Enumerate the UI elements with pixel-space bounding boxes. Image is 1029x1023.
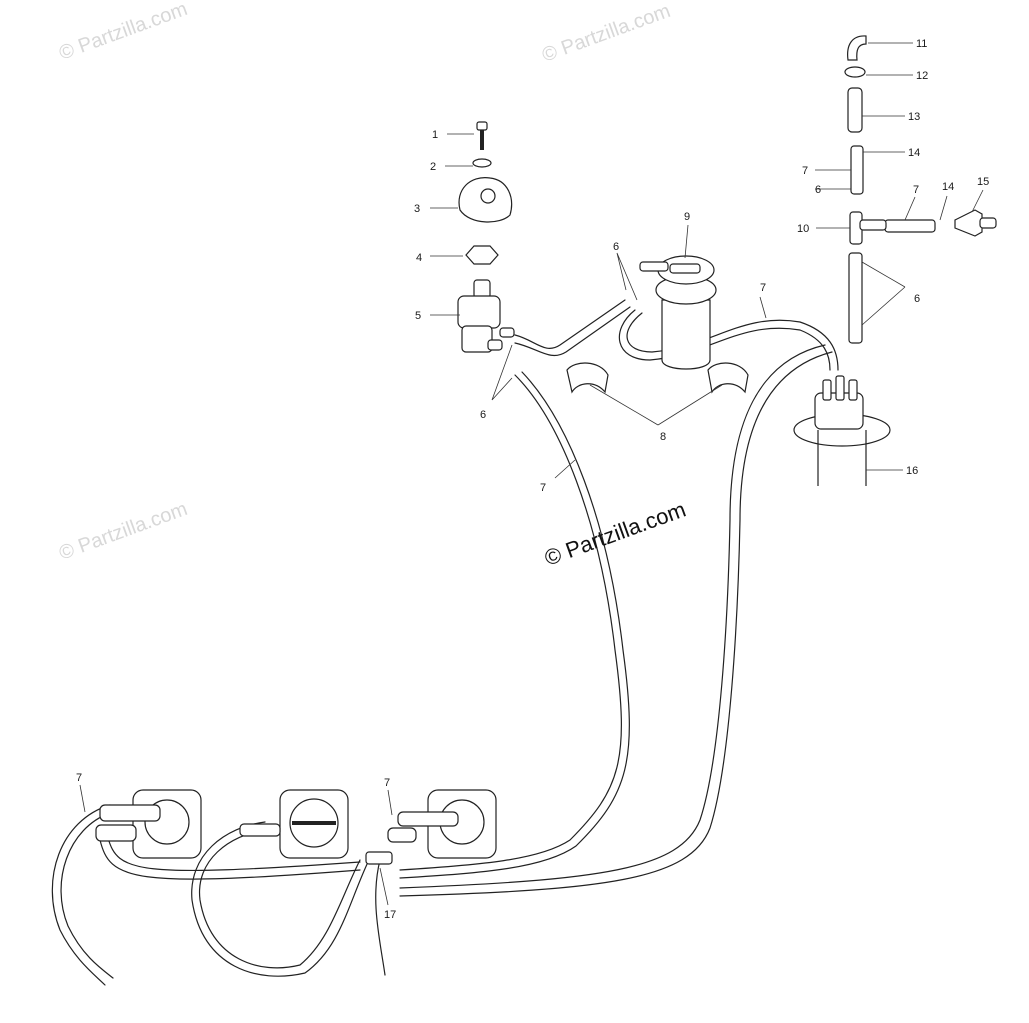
hose-left-loop [51, 804, 111, 986]
callout-7: 7 [384, 777, 390, 789]
hose-17 [375, 859, 386, 976]
part-2-washer [472, 158, 492, 168]
hose-carb-bottom [99, 839, 361, 880]
hose-return-loop [198, 829, 361, 969]
callout-5: 5 [415, 310, 421, 322]
hose-separator-to-tank [618, 309, 831, 371]
hose-main-right [399, 344, 826, 889]
vent-hose-lower [848, 252, 863, 344]
part-9-separator [639, 255, 717, 370]
watermark-main: © Partzilla.com [541, 497, 689, 571]
watermark-faint: © Partzilla.com [56, 498, 190, 565]
callout-17: 17 [384, 909, 396, 921]
carburetor-right [387, 789, 497, 859]
callout-7: 7 [76, 772, 82, 784]
part-1-bolt [476, 121, 488, 150]
part-10-tee [849, 211, 887, 245]
callout-7: 7 [802, 165, 808, 177]
background-watermarks: © Partzilla.com © Partzilla.com © Partzi… [56, 0, 673, 565]
part-4-nut [465, 245, 499, 265]
callout-9: 9 [684, 211, 690, 223]
fuel-hoses [51, 145, 936, 986]
callout-12: 12 [916, 70, 928, 82]
watermark-faint: © Partzilla.com [56, 0, 190, 65]
vent-hose-side [884, 219, 936, 233]
callout-3: 3 [414, 203, 420, 215]
part-11-vent-elbow [847, 35, 867, 61]
callout-15: 15 [977, 176, 989, 188]
hose-main-left [399, 374, 622, 871]
hose-main-left-inner [399, 371, 630, 879]
leader-lines [79, 42, 984, 906]
hose-return-loop-inner [191, 821, 369, 977]
callout-6: 6 [613, 241, 619, 253]
part-15-valve [954, 209, 997, 237]
carburetor-left [95, 789, 202, 859]
hose-filter-to-separator [514, 299, 626, 349]
callout-4: 4 [416, 252, 422, 264]
hose-left-loop-inner [60, 812, 114, 979]
hose-carb-bottom-inner [107, 837, 361, 872]
carburetor-middle [239, 789, 349, 859]
watermark-faint: © Partzilla.com [539, 0, 673, 67]
part-13-fitting [847, 87, 863, 133]
callout-7: 7 [760, 282, 766, 294]
callout-6: 6 [815, 184, 821, 196]
callout-10: 10 [797, 223, 809, 235]
callout-6: 6 [914, 293, 920, 305]
vent-hose-upper [850, 145, 864, 195]
callout-13: 13 [908, 111, 920, 123]
part-12-clamp [844, 66, 866, 78]
part-3-cap [458, 177, 513, 223]
callout-7: 7 [913, 184, 919, 196]
callout-16: 16 [906, 465, 918, 477]
callout-1: 1 [432, 129, 438, 141]
callout-14: 14 [908, 147, 920, 159]
part-8-clamps [566, 362, 749, 394]
part-5-fuel-filter [457, 279, 515, 353]
part-16-tank-pickup [793, 375, 891, 486]
callout-6: 6 [480, 409, 486, 421]
callout-11: 11 [916, 38, 927, 50]
hose-filter-to-separator-inner [514, 306, 631, 357]
hose-separator-to-tank-inner [626, 312, 839, 371]
callout-8: 8 [660, 431, 666, 443]
callout-7: 7 [540, 482, 546, 494]
callout-2: 2 [430, 161, 436, 173]
callout-labels: 1 2 3 4 5 6 6 6 6 7 7 7 7 7 7 8 9 10 11 … [76, 38, 989, 921]
callout-14: 14 [942, 181, 954, 193]
hose-main-right-inner [399, 351, 833, 897]
part-17-fitting [365, 851, 393, 865]
